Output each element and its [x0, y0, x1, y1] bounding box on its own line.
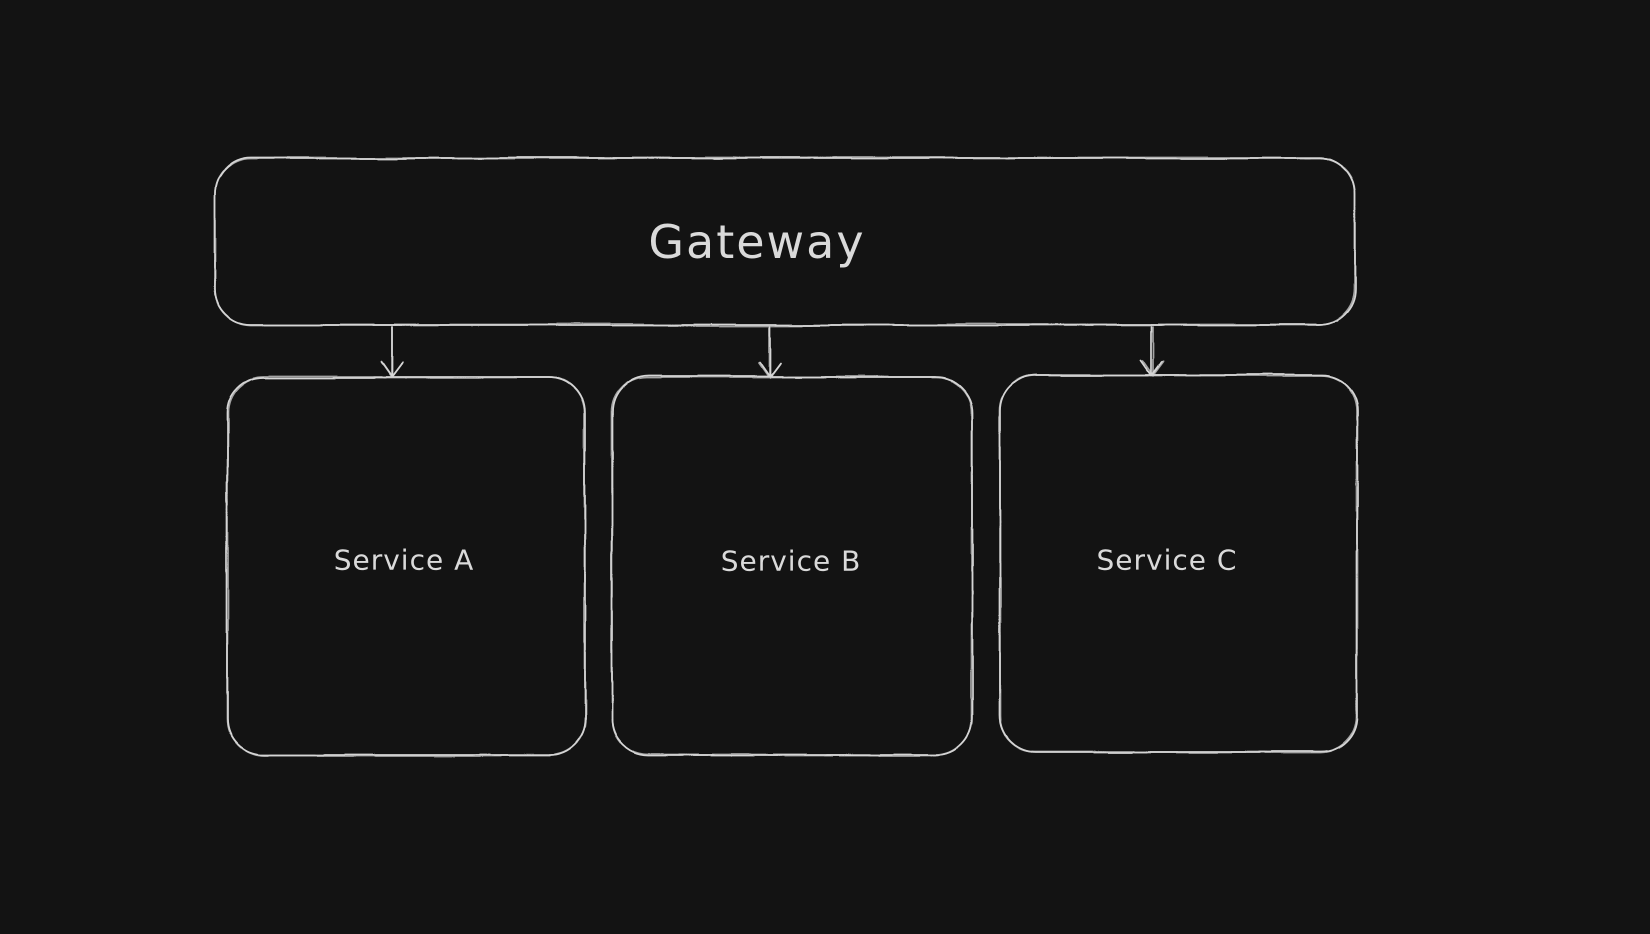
diagram-ink	[214, 157, 1358, 756]
service-b-label: Service B	[721, 545, 862, 578]
service-a-label: Service A	[334, 544, 475, 577]
service-c-label: Service C	[1097, 544, 1238, 577]
gateway-label: Gateway	[648, 215, 865, 269]
